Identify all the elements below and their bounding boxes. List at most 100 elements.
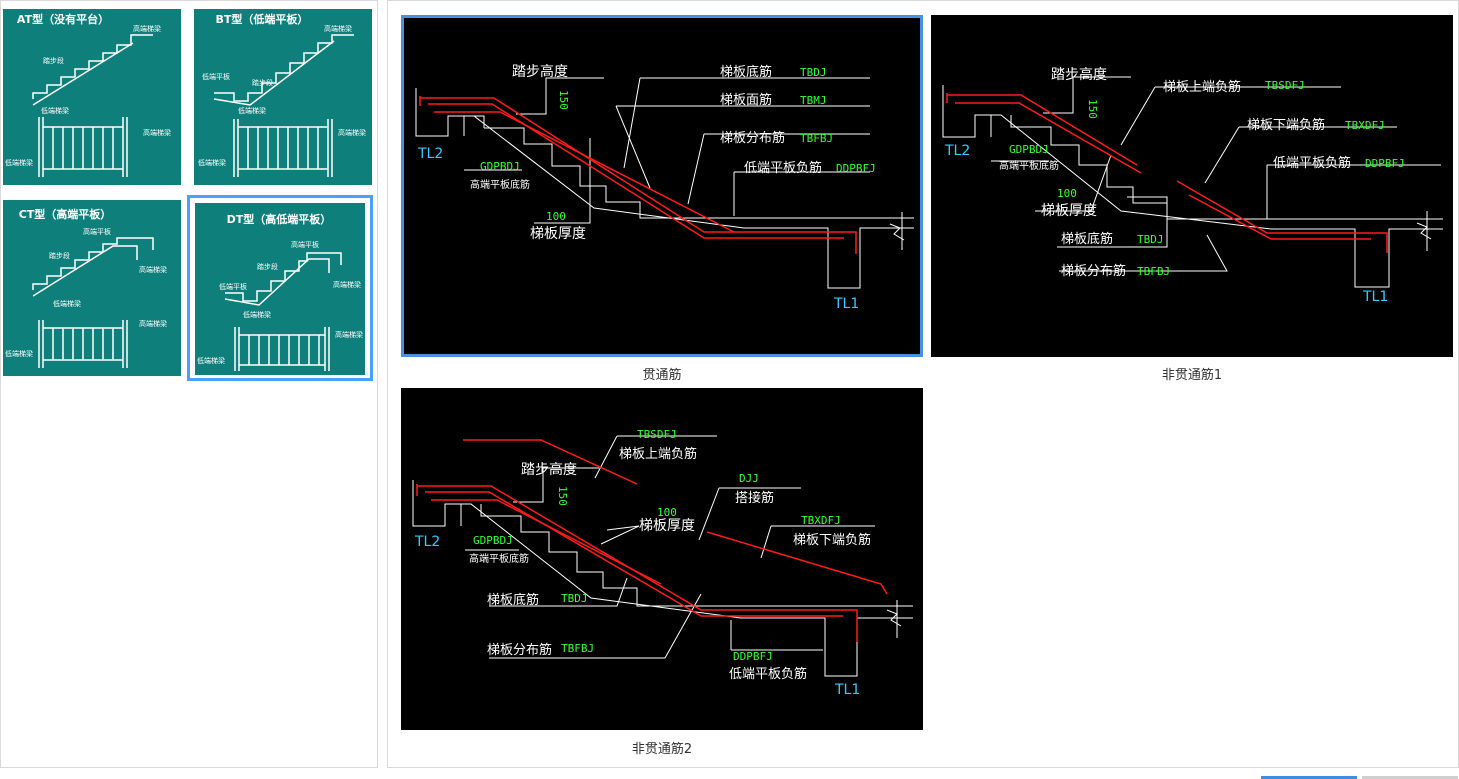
caption-continuous: 贯通筋 — [642, 368, 682, 383]
nc1-gdp-code: GDPBDJ — [1009, 143, 1049, 156]
cancel-button-edge[interactable] — [1362, 776, 1458, 779]
bt-label-low-beam: 低端梯梁 — [238, 106, 266, 115]
bt-label-high-beam-2: 高端梯梁 — [338, 128, 366, 137]
nc2-up-neg-code: TBSDFJ — [637, 428, 677, 441]
continuous-tb-bottom: 梯板底筋 — [720, 64, 772, 80]
nc2-down-neg-code: TBXDFJ — [801, 514, 841, 527]
ct-label-low-beam: 低端梯梁 — [53, 299, 81, 308]
nc2-up-neg: 梯板上端负筋 — [619, 446, 697, 462]
nc1-low-neg: 低端平板负筋 — [1273, 155, 1351, 171]
caption-noncontinuous-2: 非贯通筋2 — [631, 742, 693, 757]
stair-type-ct[interactable]: CT型（高端平板） 高端平板 踏步段 高端梯梁 低端梯梁 高端梯梁 低端梯梁 — [1, 192, 187, 378]
nc2-tl1: TL1 — [834, 682, 860, 698]
nc1-thickness: 梯板厚度 — [1041, 203, 1097, 219]
stair-type-bt[interactable]: BT型（低端平板） 踏步段 低端平板 高端梯梁 低端梯梁 高端梯梁 低端梯梁 — [190, 1, 376, 187]
nc2-tb-dist: 梯板分布筋 — [487, 642, 552, 658]
stair-type-panel: AT型（没有平台） 踏步段 高端梯梁 低端梯梁 高端梯梁 低端梯梁 BT型（低端… — [0, 0, 378, 768]
nc1-tb-bottom: 梯板底筋 — [1061, 231, 1113, 247]
nc2-tread-value: 150 — [556, 486, 569, 506]
continuous-thick-value: 100 — [546, 210, 566, 223]
dt-type-diagram: DT型（高低端平板） 高端平板 踏步段 低端平板 高端梯梁 低端梯梁 高端梯梁 … — [197, 212, 363, 371]
continuous-tl2: TL2 — [417, 146, 443, 162]
nc2-low-neg: 低端平板负筋 — [729, 666, 807, 682]
dt-label-high-slab: 高端平板 — [291, 240, 319, 249]
continuous-tb-bottom-code: TBDJ — [800, 66, 827, 79]
at-label-high-beam: 高端梯梁 — [133, 24, 161, 33]
bt-label-step: 踏步段 — [252, 78, 273, 87]
continuous-gdp-code: GDPBDJ — [480, 160, 520, 173]
nc1-thick-value: 100 — [1057, 187, 1077, 200]
bt-type-diagram: BT型（低端平板） 踏步段 低端平板 高端梯梁 低端梯梁 高端梯梁 低端梯梁 — [198, 12, 366, 177]
at-label-low-beam: 低端梯梁 — [41, 106, 69, 115]
bt-label-low-slab: 低端平板 — [202, 72, 230, 81]
continuous-thickness: 梯板厚度 — [530, 226, 586, 242]
stair-type-dt[interactable]: DT型（高低端平板） 高端平板 踏步段 低端平板 高端梯梁 低端梯梁 高端梯梁 … — [187, 195, 373, 381]
bt-type-title: BT型（低端平板） — [216, 12, 309, 26]
nc2-djj: 搭接筋 — [735, 490, 774, 506]
nc1-tb-bottom-code: TBDJ — [1137, 233, 1164, 246]
nc1-up-neg-code: TBSDFJ — [1265, 79, 1305, 92]
noncontinuous-2-diagram: TBSDFJ 梯板上端负筋 踏步高度 150 DJJ 搭接筋 100 梯板厚度 … — [412, 428, 913, 698]
nc2-tb-bottom: 梯板底筋 — [487, 592, 539, 608]
nc2-low-neg-code: DDPBFJ — [733, 650, 773, 663]
ct-label-high-slab: 高端平板 — [83, 227, 111, 236]
stair-type-at[interactable]: AT型（没有平台） 踏步段 高端梯梁 低端梯梁 高端梯梁 低端梯梁 — [1, 1, 187, 187]
at-label-step: 踏步段 — [43, 56, 64, 65]
continuous-tb-top: 梯板面筋 — [720, 92, 772, 108]
dt-label-high-beam: 高端梯梁 — [333, 280, 361, 289]
ct-type-diagram: CT型（高端平板） 高端平板 踏步段 高端梯梁 低端梯梁 高端梯梁 低端梯梁 — [5, 207, 167, 368]
dt-label-low-beam: 低端梯梁 — [243, 310, 271, 319]
nc1-down-neg-code: TBXDFJ — [1345, 119, 1385, 132]
noncontinuous-1-diagram: 踏步高度 150 梯板上端负筋 TBSDFJ 梯板下端负筋 TBXDFJ 低端平… — [942, 66, 1443, 305]
nc1-tl2: TL2 — [944, 143, 970, 159]
nc1-tl1: TL1 — [1362, 289, 1388, 305]
ct-label-high-beam-2: 高端梯梁 — [139, 319, 167, 328]
nc2-thick-value: 100 — [657, 506, 677, 519]
at-type-title: AT型（没有平台） — [17, 12, 109, 26]
nc1-up-neg: 梯板上端负筋 — [1163, 79, 1241, 95]
continuous-low-neg: 低端平板负筋 — [744, 160, 822, 176]
nc2-thickness: 梯板厚度 — [639, 518, 695, 534]
continuous-tread-height: 踏步高度 — [512, 63, 568, 80]
nc2-gdp: 高端平板底筋 — [469, 552, 529, 565]
nc1-tread-value: 150 — [1086, 99, 1099, 119]
nc1-tread-height: 踏步高度 — [1051, 66, 1107, 83]
continuous-tb-dist: 梯板分布筋 — [720, 130, 785, 146]
at-label-high-beam-2: 高端梯梁 — [143, 128, 171, 137]
continuous-gdp: 高端平板底筋 — [470, 178, 530, 191]
caption-noncontinuous-1: 非贯通筋1 — [1161, 368, 1223, 383]
nc1-low-neg-code: DDPBFJ — [1365, 157, 1405, 170]
continuous-tread-value: 150 — [557, 90, 570, 110]
continuous-tl1: TL1 — [833, 296, 859, 312]
dt-type-title: DT型（高低端平板） — [227, 212, 332, 226]
dt-label-low-beam-2: 低端梯梁 — [197, 356, 225, 365]
dt-label-high-beam-2: 高端梯梁 — [335, 330, 363, 339]
rebar-option-continuous[interactable]: 踏步高度 150 梯板底筋 TBDJ 梯板面筋 TBMJ 梯板分布筋 TBFBJ… — [401, 15, 923, 357]
nc2-tread-height: 踏步高度 — [521, 461, 577, 478]
nc2-down-neg: 梯板下端负筋 — [793, 532, 871, 548]
ct-type-title: CT型（高端平板） — [19, 207, 112, 221]
continuous-tb-dist-code: TBFBJ — [800, 132, 833, 145]
dt-label-step: 踏步段 — [257, 262, 278, 271]
confirm-button-edge[interactable] — [1261, 776, 1357, 779]
at-label-low-beam-2: 低端梯梁 — [5, 158, 33, 167]
nc2-tb-dist-code: TBFBJ — [561, 642, 594, 655]
nc1-gdp: 高端平板底筋 — [999, 159, 1059, 172]
nc2-tl2: TL2 — [414, 534, 440, 550]
nc2-tb-bottom-code: TBDJ — [561, 592, 588, 605]
at-type-diagram: AT型（没有平台） 踏步段 高端梯梁 低端梯梁 高端梯梁 低端梯梁 — [5, 12, 171, 177]
nc2-djj-code: DJJ — [739, 472, 759, 485]
nc2-gdp-code: GDPBDJ — [473, 534, 513, 547]
rebar-option-noncontinuous-1[interactable]: 踏步高度 150 梯板上端负筋 TBSDFJ 梯板下端负筋 TBXDFJ 低端平… — [931, 15, 1453, 357]
nc1-tb-dist-code: TBFBJ — [1137, 265, 1170, 278]
bt-label-high-beam: 高端梯梁 — [324, 24, 352, 33]
bt-label-low-beam-2: 低端梯梁 — [198, 158, 226, 167]
nc1-down-neg: 梯板下端负筋 — [1247, 117, 1325, 133]
ct-label-step: 踏步段 — [49, 251, 70, 260]
continuous-low-neg-code: DDPBFJ — [836, 162, 876, 175]
nc1-tb-dist: 梯板分布筋 — [1061, 263, 1126, 279]
rebar-option-noncontinuous-2[interactable]: TBSDFJ 梯板上端负筋 踏步高度 150 DJJ 搭接筋 100 梯板厚度 … — [401, 388, 923, 730]
continuous-rebar-diagram: 踏步高度 150 梯板底筋 TBDJ 梯板面筋 TBMJ 梯板分布筋 TBFBJ… — [415, 63, 914, 312]
continuous-tb-top-code: TBMJ — [800, 94, 827, 107]
dt-label-low-slab: 低端平板 — [219, 282, 247, 291]
